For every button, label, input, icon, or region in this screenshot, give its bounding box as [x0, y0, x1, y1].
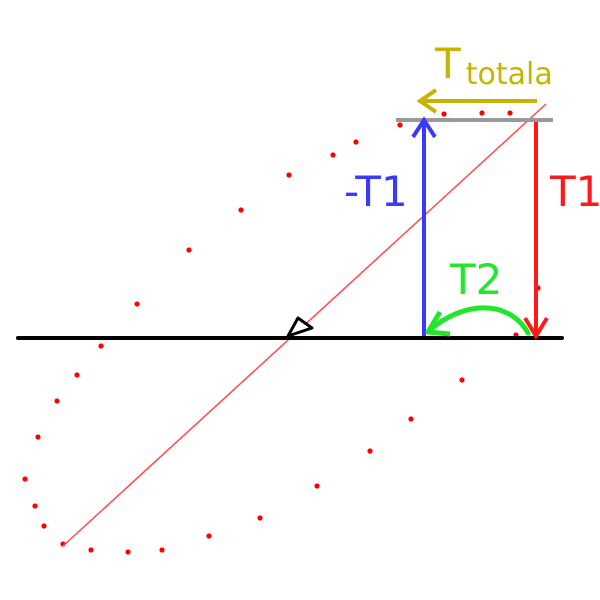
ellipse-dot	[41, 523, 47, 529]
label-t2: T2	[449, 255, 502, 304]
ellipse-dot	[459, 377, 465, 383]
ellipse-dot	[186, 247, 192, 253]
ellipse-dot	[35, 434, 41, 440]
ellipse-dot	[98, 343, 104, 349]
ellipse-dot	[238, 207, 244, 213]
label-t1: T1	[549, 167, 600, 216]
ellipse-dot	[441, 111, 447, 117]
ellipse-dot	[479, 110, 485, 116]
ellipse-dot	[134, 301, 140, 307]
ellipse-dot	[367, 448, 373, 454]
total-vector	[416, 88, 537, 114]
label-total: T totala	[434, 39, 553, 92]
ellipse-dot	[257, 515, 263, 521]
t2-arc-arrow	[425, 305, 531, 337]
ellipse-dot	[125, 549, 131, 555]
ellipse-dot	[314, 483, 320, 489]
ellipse-dot	[206, 533, 212, 539]
ellipse-dot	[408, 416, 414, 422]
ellipse-dot	[507, 110, 513, 116]
ellipse-dot	[74, 372, 80, 378]
arrow-cursor-icon	[286, 316, 314, 338]
ellipse-dot	[397, 122, 403, 128]
ellipse-dot	[88, 547, 94, 553]
ellipse-dot	[159, 547, 165, 553]
ellipse-dot	[353, 139, 359, 145]
label-total-main: T	[434, 39, 461, 88]
ellipse-dot	[54, 398, 60, 404]
ellipse-dots	[22, 110, 541, 555]
ellipse-dot	[330, 152, 336, 158]
ellipse-dot	[286, 172, 292, 178]
t1-vector	[523, 122, 549, 340]
label-total-sub: totala	[466, 57, 553, 92]
ellipse-dot	[32, 503, 38, 509]
neg-t1-vector	[411, 116, 437, 336]
ellipse-dot	[22, 476, 28, 482]
label-neg-t1: -T1	[344, 167, 408, 216]
